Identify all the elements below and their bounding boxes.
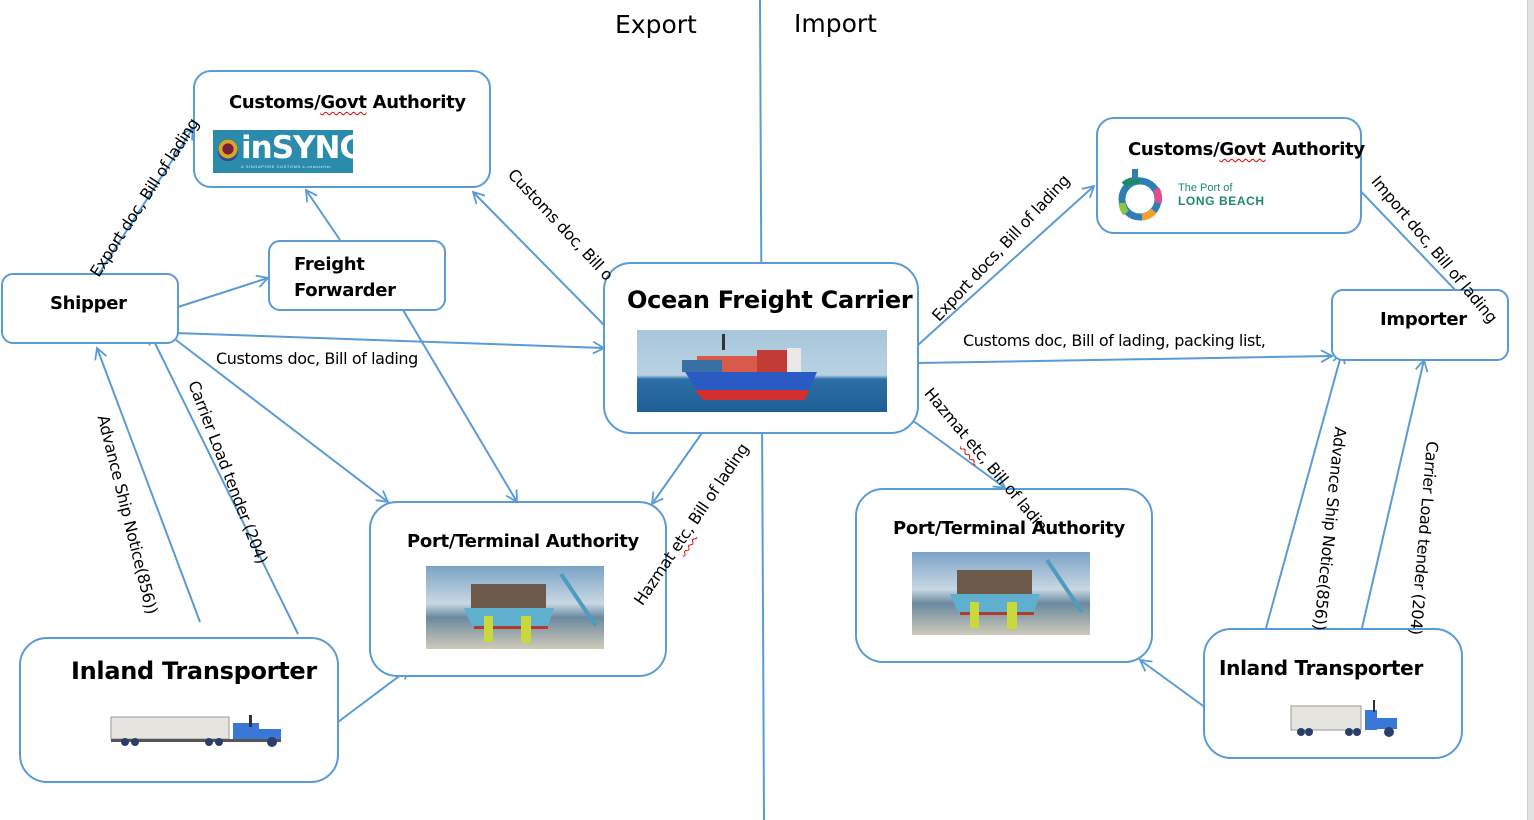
edge-inland-to-shipper-asn — [94, 346, 201, 623]
inland-import-node[interactable]: Inland Transporter — [1203, 628, 1463, 759]
inland-import-title: Inland Transporter — [1219, 656, 1424, 680]
customs-crest-icon — [218, 139, 238, 161]
port-terminal-photo — [426, 566, 604, 649]
importer-node[interactable]: Importer — [1331, 289, 1509, 361]
import-section-label: Import — [794, 9, 877, 38]
edge-inland-to-import-port — [1138, 658, 1207, 709]
vertical-scrollbar[interactable] — [1527, 0, 1534, 820]
semi-truck-icon — [1289, 698, 1399, 738]
port-terminal-photo — [912, 552, 1090, 635]
inland-export-node[interactable]: Inland Transporter — [19, 637, 339, 783]
edge-carrier-to-customs — [471, 190, 608, 329]
port-import-title: Port/Terminal Authority — [893, 518, 1125, 539]
edge-inland-to-importer-asn — [1265, 350, 1346, 629]
label-customs-packing: Customs doc, Bill of lading, packing lis… — [963, 331, 1266, 350]
container-ship-photo — [637, 330, 887, 412]
long-beach-line2: LONG BEACH — [1178, 194, 1265, 208]
edge-inland-to-port — [337, 666, 412, 723]
semi-truck-icon — [109, 713, 295, 747]
edge-forwarder-to-customs — [304, 188, 341, 241]
inland-export-title: Inland Transporter — [71, 657, 317, 685]
freight-forwarder-node[interactable]: Freight Forwarder — [268, 240, 446, 311]
edge-shipper-to-carrier — [174, 332, 606, 355]
customs-import-title: Customs/Govt Authority — [1128, 139, 1365, 160]
edge-inland-to-importer-tender — [1361, 358, 1429, 629]
customs-import-node[interactable]: Customs/Govt Authority The Port of LONG … — [1096, 117, 1365, 234]
edge-shipper-to-port — [175, 339, 390, 504]
edge-shipper-to-customs — [97, 126, 195, 276]
freight-forwarder-title: Freight Forwarder — [294, 254, 396, 301]
insync-logo: inSYNC A SINGAPORE CUSTOMS e-newsletter — [213, 130, 353, 173]
insync-brand: inSYNC — [241, 130, 353, 166]
port-export-title: Port/Terminal Authority — [407, 531, 639, 552]
customs-export-title: Customs/Govt Authority — [229, 92, 466, 113]
port-long-beach-emblem-icon — [1106, 169, 1176, 225]
ocean-carrier-title: Ocean Freight Carrier — [627, 286, 913, 314]
port-import-node[interactable]: Port/Terminal Authority — [855, 488, 1153, 663]
edge-carrier-to-port — [650, 432, 703, 506]
edge-carrier-to-import-customs — [917, 184, 1096, 346]
long-beach-line1: The Port of — [1178, 182, 1233, 194]
port-export-node[interactable]: Port/Terminal Authority — [369, 501, 667, 677]
edge-carrier-to-import-port — [911, 419, 1007, 490]
customs-export-node[interactable]: Customs/Govt Authority inSYNC A SINGAPOR… — [193, 70, 491, 188]
edge-inland-to-shipper-tender — [148, 331, 299, 635]
edge-forwarder-to-port — [402, 309, 518, 504]
shipper-title: Shipper — [50, 293, 127, 314]
edge-shipper-to-forwarder — [177, 274, 270, 308]
ocean-carrier-node[interactable]: Ocean Freight Carrier — [603, 262, 919, 434]
insync-tagline: A SINGAPORE CUSTOMS e-newsletter — [241, 164, 332, 169]
edge-carrier-to-importer — [917, 349, 1334, 364]
shipper-node[interactable]: Shipper — [1, 273, 179, 344]
importer-title: Importer — [1380, 309, 1467, 330]
export-section-label: Export — [615, 10, 697, 39]
label-customs-doc-carrier: Customs doc, Bill of lading — [216, 349, 418, 368]
